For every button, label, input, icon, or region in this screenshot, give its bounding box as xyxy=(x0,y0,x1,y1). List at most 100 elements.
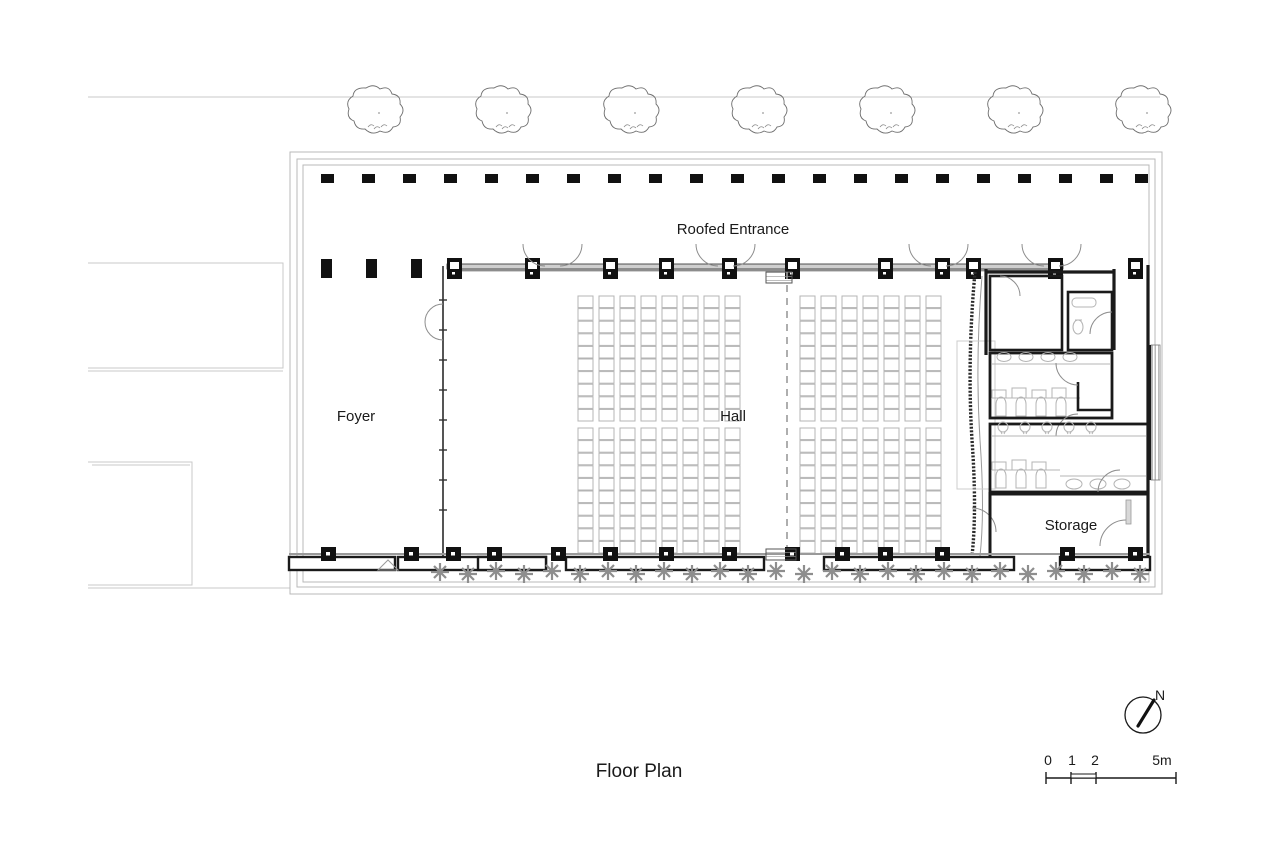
seat-column xyxy=(619,295,636,422)
shrub xyxy=(571,565,589,583)
storage-door-leaf xyxy=(1125,499,1132,525)
shrub xyxy=(991,562,1009,580)
seating-upper-left xyxy=(577,295,741,422)
seat-column xyxy=(799,427,816,554)
shrub xyxy=(935,562,953,580)
east-louver-panel xyxy=(1150,344,1161,481)
shrub xyxy=(879,562,897,580)
wc-men-fixtures xyxy=(991,352,1110,417)
roof-column-row-top xyxy=(321,174,1148,183)
door-swing-wc-women xyxy=(1097,469,1121,493)
room-storage xyxy=(988,492,1150,556)
seat-column xyxy=(619,427,636,554)
seat-column xyxy=(661,295,678,422)
seat-column xyxy=(577,295,594,422)
seat-column xyxy=(799,295,816,422)
room-wc-accessible xyxy=(1066,290,1114,352)
shrub xyxy=(515,565,533,583)
room-wc-women xyxy=(988,422,1150,494)
shrub xyxy=(543,562,561,580)
seat-column xyxy=(904,427,921,554)
seat-column xyxy=(682,295,699,422)
wc-women-fixtures xyxy=(991,421,1146,490)
seat-column xyxy=(577,427,594,554)
hall-east-curved-wall xyxy=(956,271,997,557)
door-swing-mech xyxy=(999,275,1021,297)
seating-upper-right xyxy=(799,295,942,422)
shrub xyxy=(1103,562,1121,580)
seat-column xyxy=(598,295,615,422)
shrub xyxy=(487,562,505,580)
room-label-foyer: Foyer xyxy=(337,408,375,425)
shrub xyxy=(431,563,449,581)
tree xyxy=(347,85,404,134)
wc-men-lobby xyxy=(1076,382,1112,412)
foyer-column-row xyxy=(321,259,422,278)
shrub xyxy=(907,565,925,583)
shrub xyxy=(1019,565,1037,583)
seat-column xyxy=(820,295,837,422)
door-swing-storage xyxy=(1099,519,1127,547)
shrub xyxy=(711,562,729,580)
tree xyxy=(1115,85,1172,134)
north-stair xyxy=(765,271,793,284)
seat-column xyxy=(598,427,615,554)
shrub xyxy=(1047,562,1065,580)
door-swing-wc-men xyxy=(1055,362,1079,386)
room-label-roofed-entrance: Roofed Entrance xyxy=(677,221,790,238)
north-arrow: N xyxy=(1124,687,1165,734)
shrub xyxy=(683,565,701,583)
tree xyxy=(475,85,532,134)
door-swing-wc-men-2 xyxy=(1055,413,1079,437)
room-label-storage: Storage xyxy=(1045,517,1098,534)
scale-tick-0: 0 xyxy=(1044,752,1052,768)
scale-bar: 0 1 2 5m xyxy=(1044,752,1177,784)
seat-column xyxy=(703,295,720,422)
seat-column xyxy=(904,295,921,422)
scale-tick-2: 2 xyxy=(1091,752,1099,768)
shrub xyxy=(599,562,617,580)
foyer-hall-partition xyxy=(424,266,447,556)
north-arrow-circle xyxy=(1124,696,1162,734)
tree xyxy=(987,85,1044,134)
seat-column xyxy=(640,295,657,422)
shrub xyxy=(627,565,645,583)
shrub xyxy=(767,562,785,580)
seat-column xyxy=(925,427,942,554)
room-label-hall: Hall xyxy=(720,408,746,425)
scale-tick-1: 1 xyxy=(1068,752,1076,768)
page-title: Floor Plan xyxy=(596,761,683,782)
door-swing-wc-acc xyxy=(1089,311,1113,335)
seat-column xyxy=(841,295,858,422)
seat-column xyxy=(925,295,942,422)
shrub xyxy=(1075,565,1093,583)
tree-row xyxy=(347,85,1172,134)
north-arrow-needle xyxy=(1136,698,1156,728)
seat-column xyxy=(682,427,699,554)
tree xyxy=(731,85,788,134)
seat-column xyxy=(862,295,879,422)
shrub xyxy=(823,562,841,580)
tree xyxy=(859,85,916,134)
seat-column xyxy=(724,295,741,422)
shrub-row xyxy=(431,562,1149,583)
seat-column xyxy=(703,427,720,554)
south-stair xyxy=(765,548,797,561)
tree xyxy=(603,85,660,134)
seat-column xyxy=(661,427,678,554)
shrub xyxy=(739,565,757,583)
north-arrow-label: N xyxy=(1155,687,1165,703)
shrub xyxy=(459,565,477,583)
hall-north-columns xyxy=(447,258,1143,279)
room-mech xyxy=(988,274,1064,352)
seat-column xyxy=(883,295,900,422)
scale-tick-5m: 5m xyxy=(1152,752,1171,768)
shrub xyxy=(963,565,981,583)
shrub xyxy=(851,565,869,583)
service-core xyxy=(984,265,1161,556)
shrub xyxy=(1131,565,1149,583)
shrub xyxy=(795,565,813,583)
